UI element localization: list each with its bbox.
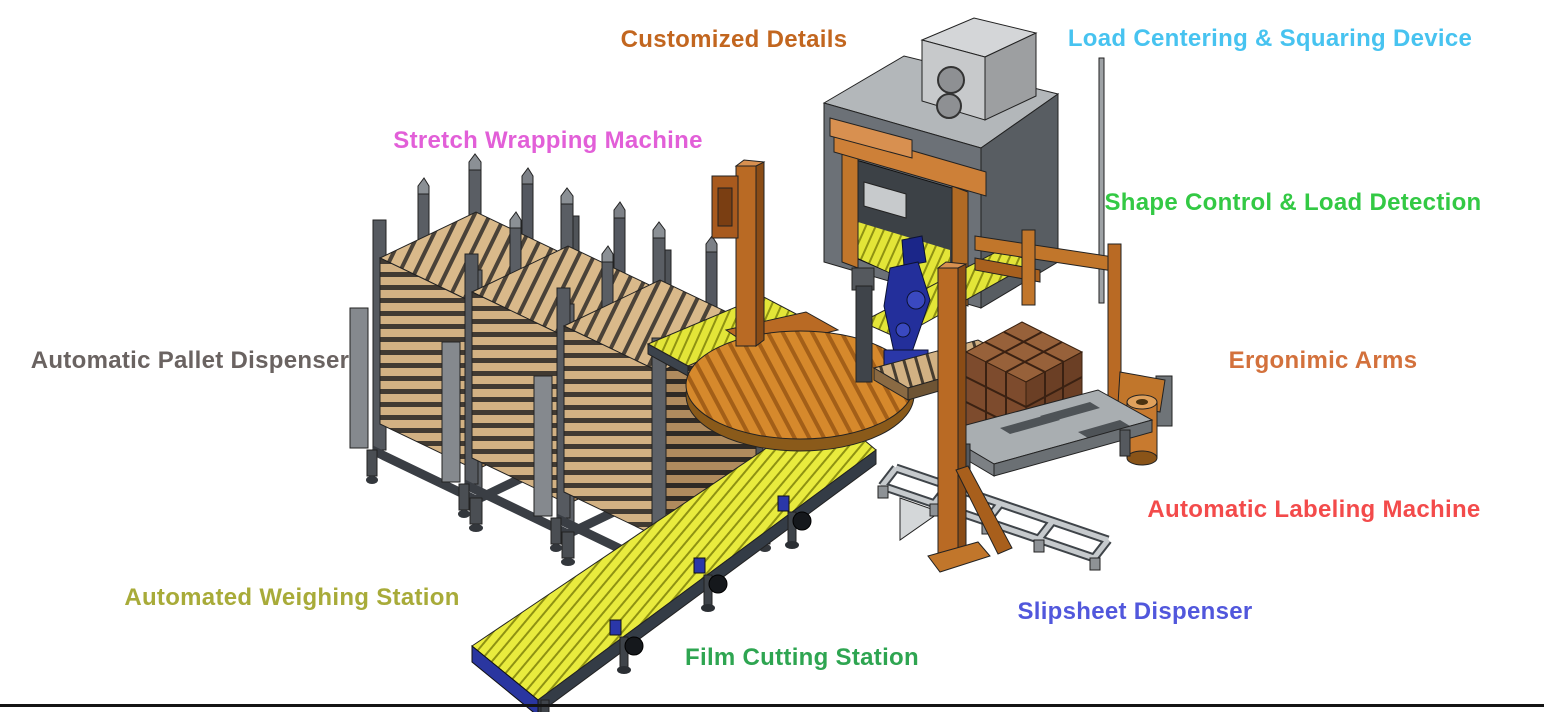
conveyor-legs	[540, 495, 812, 712]
fan-grille-icon	[937, 66, 965, 94]
label-customized-details: Customized Details	[620, 26, 848, 53]
label-stretch-wrapping-machine: Stretch Wrapping Machine	[393, 127, 703, 154]
bottom-border-line	[0, 704, 1544, 707]
label-film-cutting-station: Film Cutting Station	[685, 644, 919, 671]
label-shape-control-load-detection: Shape Control & Load Detection	[1104, 189, 1482, 216]
control-cabinet	[822, 17, 1060, 309]
right-mast	[927, 261, 1013, 573]
label-ergonimic-arms: Ergonimic Arms	[1228, 347, 1418, 374]
label-slipsheet-dispenser: Slipsheet Dispenser	[1017, 598, 1253, 625]
label-load-centering-squaring-device: Load Centering & Squaring Device	[1067, 25, 1473, 52]
film-roll-arm	[974, 57, 1173, 466]
label-automatic-pallet-dispenser: Automatic Pallet Dispenser	[30, 347, 350, 374]
label-automated-weighing-station: Automated Weighing Station	[124, 584, 460, 611]
fan-grille-icon	[936, 93, 962, 119]
label-automatic-labeling-machine: Automatic Labeling Machine	[1147, 496, 1481, 523]
load-centering-unit	[920, 17, 1038, 121]
wrapping-mast	[711, 159, 766, 347]
